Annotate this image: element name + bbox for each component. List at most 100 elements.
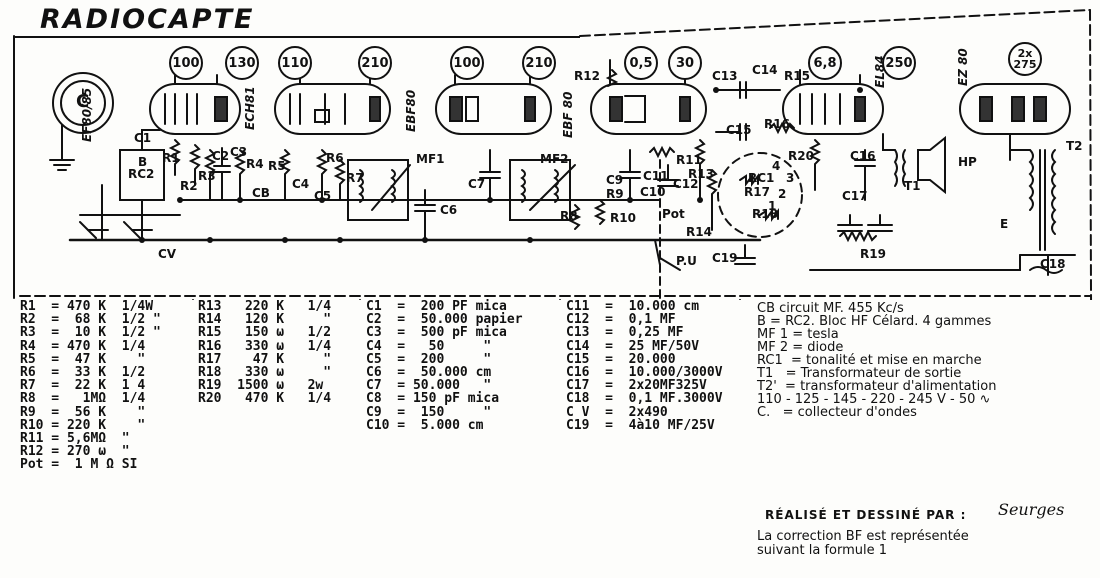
part-list-item: R15 150 ω 1/2 xyxy=(198,325,332,341)
label-c7: C7 xyxy=(468,177,486,191)
label-cv: CV xyxy=(158,247,177,261)
part-list-item: R11 = 5,6MΩ " xyxy=(20,431,130,447)
voltage-marker: 130 xyxy=(225,46,259,80)
label-b: B xyxy=(138,155,148,169)
label-r8: R8 xyxy=(560,209,578,223)
switch-position-3: 3 xyxy=(786,171,795,185)
label-c2: C2 xyxy=(212,149,230,163)
label-c1: C1 xyxy=(134,131,152,145)
legend-line: CB circuit MF. 455 Kc/s xyxy=(757,301,904,316)
footer-line: La correction BF est représentée xyxy=(757,529,969,544)
label-r14: R14 xyxy=(686,225,712,239)
part-list-item: C1 = 200 PF mica xyxy=(366,299,507,314)
voltage-marker: 100 xyxy=(450,46,484,80)
antenna-label: C xyxy=(76,91,90,112)
part-list-item: C19 = 4à10 MF/25V xyxy=(566,417,715,433)
label-r3: R3 xyxy=(198,169,216,183)
label-rc2: RC2 xyxy=(128,167,155,181)
legend-line: B = RC2. Bloc HF Célard. 4 gammes xyxy=(757,314,992,329)
label-c12: C12 xyxy=(673,177,699,191)
part-list-item: R3 = 10 K 1/2 " xyxy=(20,325,161,341)
label-c15: C15 xyxy=(726,123,752,137)
part-list-item: C11 = 10.000 cm xyxy=(566,299,700,314)
part-list-item: Pot = 1 M Ω SI xyxy=(20,457,138,473)
part-list-item: R17 47 K " xyxy=(198,351,332,367)
part-list-item: R8 = 1MΩ 1/4 xyxy=(20,391,146,407)
part-list-item: R12 = 270 ω " xyxy=(20,444,130,460)
label-r15: R15 xyxy=(784,69,810,83)
voltage-marker: 250 xyxy=(882,46,916,80)
part-list-item: C18 = 0,1 MF.3000V xyxy=(566,391,723,407)
voltage-marker: 210 xyxy=(522,46,556,80)
label-c17: C17 xyxy=(842,189,868,203)
voltage-marker: 30 xyxy=(668,46,702,80)
part-list-item: R1 = 470 K 1/4W xyxy=(20,299,154,314)
part-list-item: R20 470 K 1/4 xyxy=(198,391,332,407)
label-r17: R17 xyxy=(744,185,770,199)
part-list-item: R2 = 68 K 1/2 " xyxy=(20,312,161,328)
label-mf2: MF2 xyxy=(540,152,569,166)
label-r13: R13 xyxy=(688,167,714,181)
label-earth: E xyxy=(1000,217,1009,231)
part-list-item: R6 = 33 K 1/2 xyxy=(20,365,146,381)
label-hp: HP xyxy=(958,155,977,169)
label-rc1: RC1 xyxy=(748,171,775,185)
tube-label-ebf80-1: EBF80 xyxy=(404,89,418,132)
label-r2: R2 xyxy=(180,179,198,193)
label-c19: C19 xyxy=(712,251,738,265)
tube-label-ech81: ECH81 xyxy=(243,86,257,130)
label-r19: R19 xyxy=(860,247,886,261)
voltage-marker: 110 xyxy=(278,46,312,80)
label-r11: R11 xyxy=(676,153,702,167)
part-list-item: R7 = 22 K 1 4 xyxy=(20,378,146,394)
voltage-marker: 0,5 xyxy=(624,46,658,80)
part-list-item: C13 = 0,25 MF xyxy=(566,325,684,341)
label-mf1: MF1 xyxy=(416,152,445,166)
part-list-item: R5 = 47 K " xyxy=(20,351,146,367)
label-c11: C11 xyxy=(643,169,669,183)
legend-line: T1 = Transformateur de sortie xyxy=(757,366,962,381)
switch-position-4: 4 xyxy=(772,159,781,173)
part-list-item: C8 = 150 pF mica xyxy=(366,391,500,407)
part-list-item: C7 = 50.000 " xyxy=(366,378,492,394)
label-c13: C13 xyxy=(712,69,738,83)
voltage-marker: 6,8 xyxy=(808,46,842,80)
part-list-item: R9 = 56 K " xyxy=(20,404,146,420)
label-r20: R20 xyxy=(788,149,814,163)
label-r16: R16 xyxy=(764,117,790,131)
part-list-item: R13 220 K 1/4 xyxy=(198,299,332,314)
legend-line: C. = collecteur d'ondes xyxy=(757,405,917,420)
part-list-item: R4 = 470 K 1/4 xyxy=(20,338,146,354)
part-list-item: C3 = 500 pF mica xyxy=(366,325,507,341)
label-r10: R10 xyxy=(610,211,636,225)
part-list-item: C15 = 20.000 xyxy=(566,351,676,367)
legend-line: MF 2 = diode xyxy=(757,340,844,355)
legend-line: 110 - 125 - 145 - 220 - 245 V - 50 ∿ xyxy=(757,392,991,407)
part-list-item: R14 120 K " xyxy=(198,312,332,328)
label-pickup: P.U xyxy=(676,254,697,268)
label-c16: C16 xyxy=(850,149,876,163)
author-credit: RÉALISÉ ET DESSINÉ PAR : xyxy=(765,508,967,522)
circuit-diagram xyxy=(13,9,1093,300)
label-r7: R7 xyxy=(346,171,364,185)
voltage-marker: 2x 275 xyxy=(1008,42,1042,76)
label-cb: CB xyxy=(252,186,270,200)
switch-position-2: 2 xyxy=(778,187,787,201)
part-list-item: C6 = 50.000 cm xyxy=(366,365,492,381)
label-c18: C18 xyxy=(1040,257,1066,271)
voltage-marker: 100 xyxy=(169,46,203,80)
label-r9: R9 xyxy=(606,187,624,201)
label-c14: C14 xyxy=(752,63,778,77)
label-pot: Pot xyxy=(662,207,685,221)
label-c5: C5 xyxy=(314,189,332,203)
label-r1: R1 xyxy=(162,151,180,165)
title-underline xyxy=(14,36,580,38)
part-list-item: C2 = 50.000 papier xyxy=(366,312,523,328)
legend-line: T2' = transformateur d'alimentation xyxy=(757,379,997,394)
part-list-item: R10 = 220 K " xyxy=(20,417,146,433)
part-list-item: C4 = 50 " xyxy=(366,338,492,354)
